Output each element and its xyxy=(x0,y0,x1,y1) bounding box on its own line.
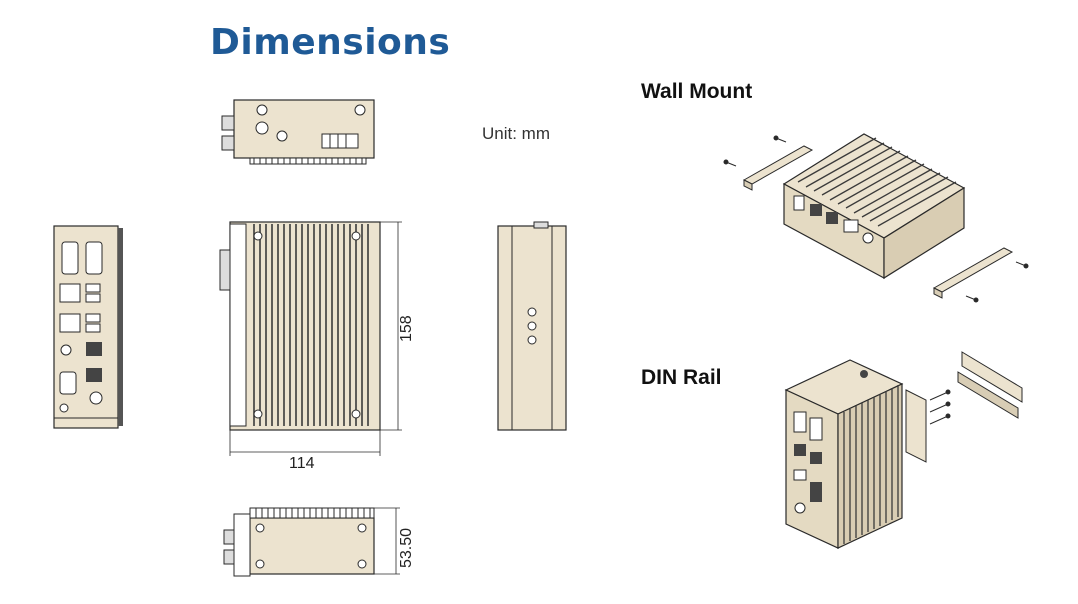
heatsink-side-view-drawing xyxy=(219,221,402,456)
depth-dimension-label: 53.50 xyxy=(398,527,415,568)
din-rail-illustration xyxy=(784,351,1023,549)
din-rail-heading: DIN Rail xyxy=(641,366,722,389)
width-dimension-label: 114 xyxy=(289,455,315,472)
height-dimension-label: 158 xyxy=(398,315,415,342)
wall-mount-heading: Wall Mount xyxy=(641,80,753,103)
front-io-view-drawing xyxy=(53,225,123,429)
page-title: Dimensions xyxy=(210,22,451,63)
wall-mount-illustration xyxy=(723,133,1029,303)
top-view-drawing xyxy=(221,99,375,165)
bottom-view-drawing xyxy=(223,507,400,577)
right-side-view-drawing xyxy=(497,221,567,431)
unit-label: Unit: mm xyxy=(482,124,550,143)
